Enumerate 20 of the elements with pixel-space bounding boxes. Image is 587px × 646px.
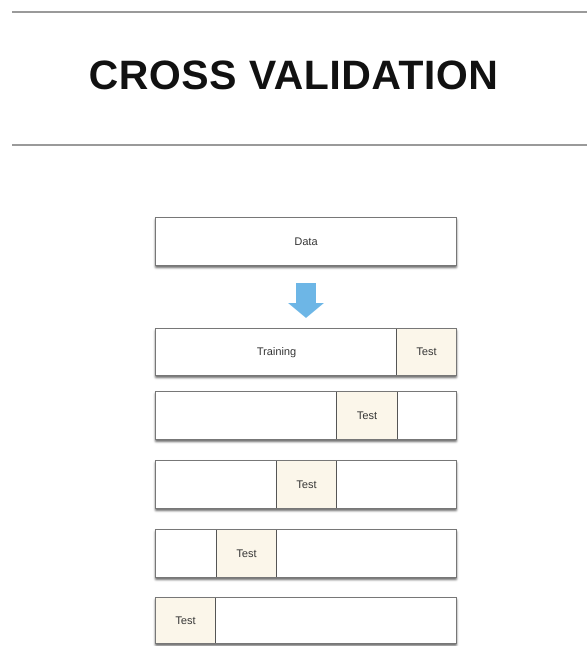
data-box: [155, 217, 457, 266]
test-segment: [276, 461, 337, 508]
test-segment: [216, 530, 277, 577]
block-arrow: [288, 283, 324, 318]
test-label: Test: [175, 614, 196, 626]
fold-bar: [155, 328, 457, 376]
fold-bar: [155, 391, 457, 440]
title: CROSS VALIDATION: [88, 52, 500, 99]
test-label: Test: [416, 346, 437, 358]
fold-bar: [155, 597, 457, 644]
test-label: Test: [356, 410, 378, 422]
test-segment: [336, 392, 398, 439]
fold-bar: [155, 529, 457, 578]
test-segment: [396, 329, 456, 375]
test-label: Test: [236, 548, 257, 560]
test-label: Test: [296, 478, 317, 490]
data-label: Data: [294, 236, 318, 248]
test-segment: [156, 598, 216, 643]
fold-bar: [155, 460, 457, 509]
training-label: Training: [256, 346, 296, 358]
